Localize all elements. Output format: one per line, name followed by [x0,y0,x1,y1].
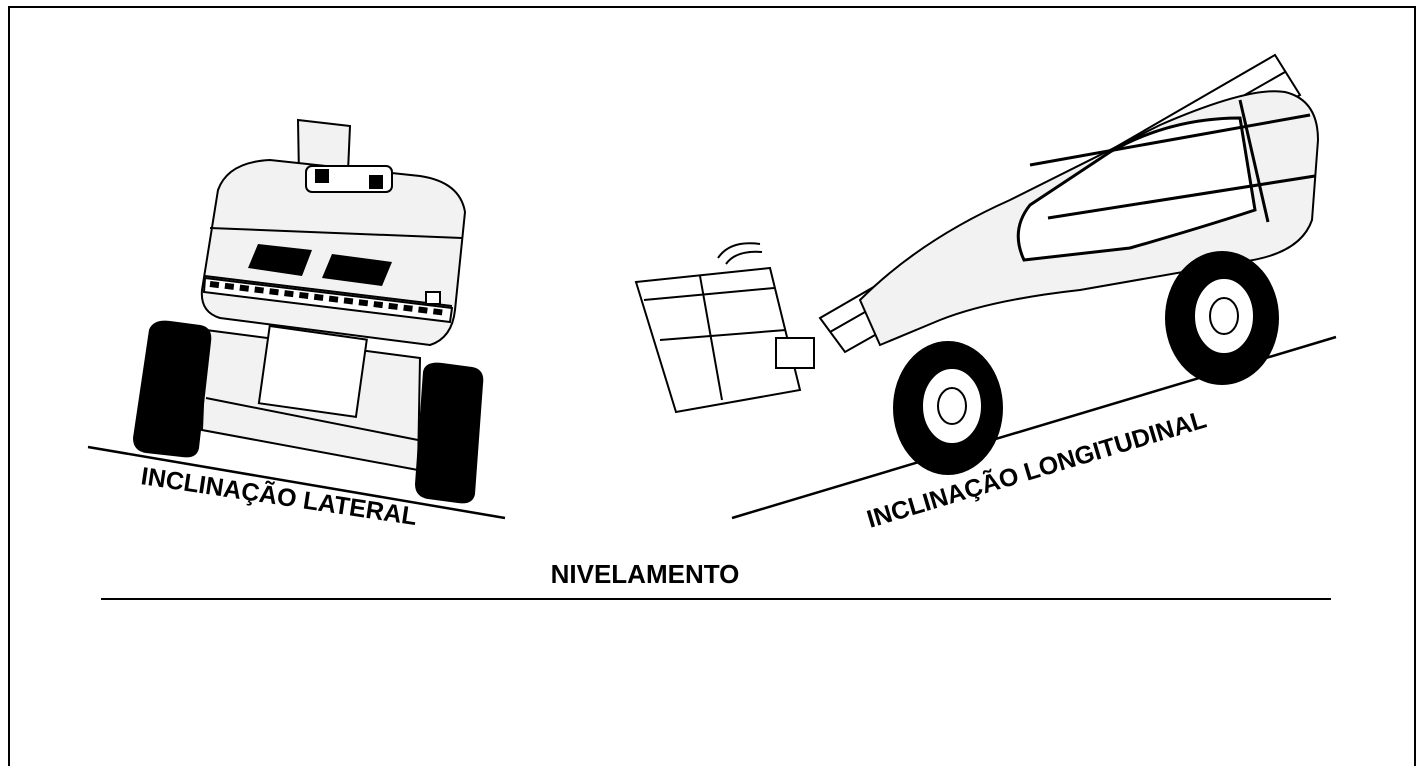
longitudinal-slope-illustration [634,53,1337,520]
body-window [1016,116,1257,262]
lateral-slope-illustration [87,118,506,520]
rear-wheel [893,341,1003,475]
diagram-frame [8,6,1416,766]
right-tire [414,362,484,504]
diagram-caption: NIVELAMENTO [551,559,740,589]
lateral-ground-line [87,445,506,520]
hazard-stripe [202,276,454,324]
left-tire [132,320,212,458]
platform-basket [634,242,815,414]
jlg-logo [248,244,392,286]
front-wheel [1165,251,1279,385]
